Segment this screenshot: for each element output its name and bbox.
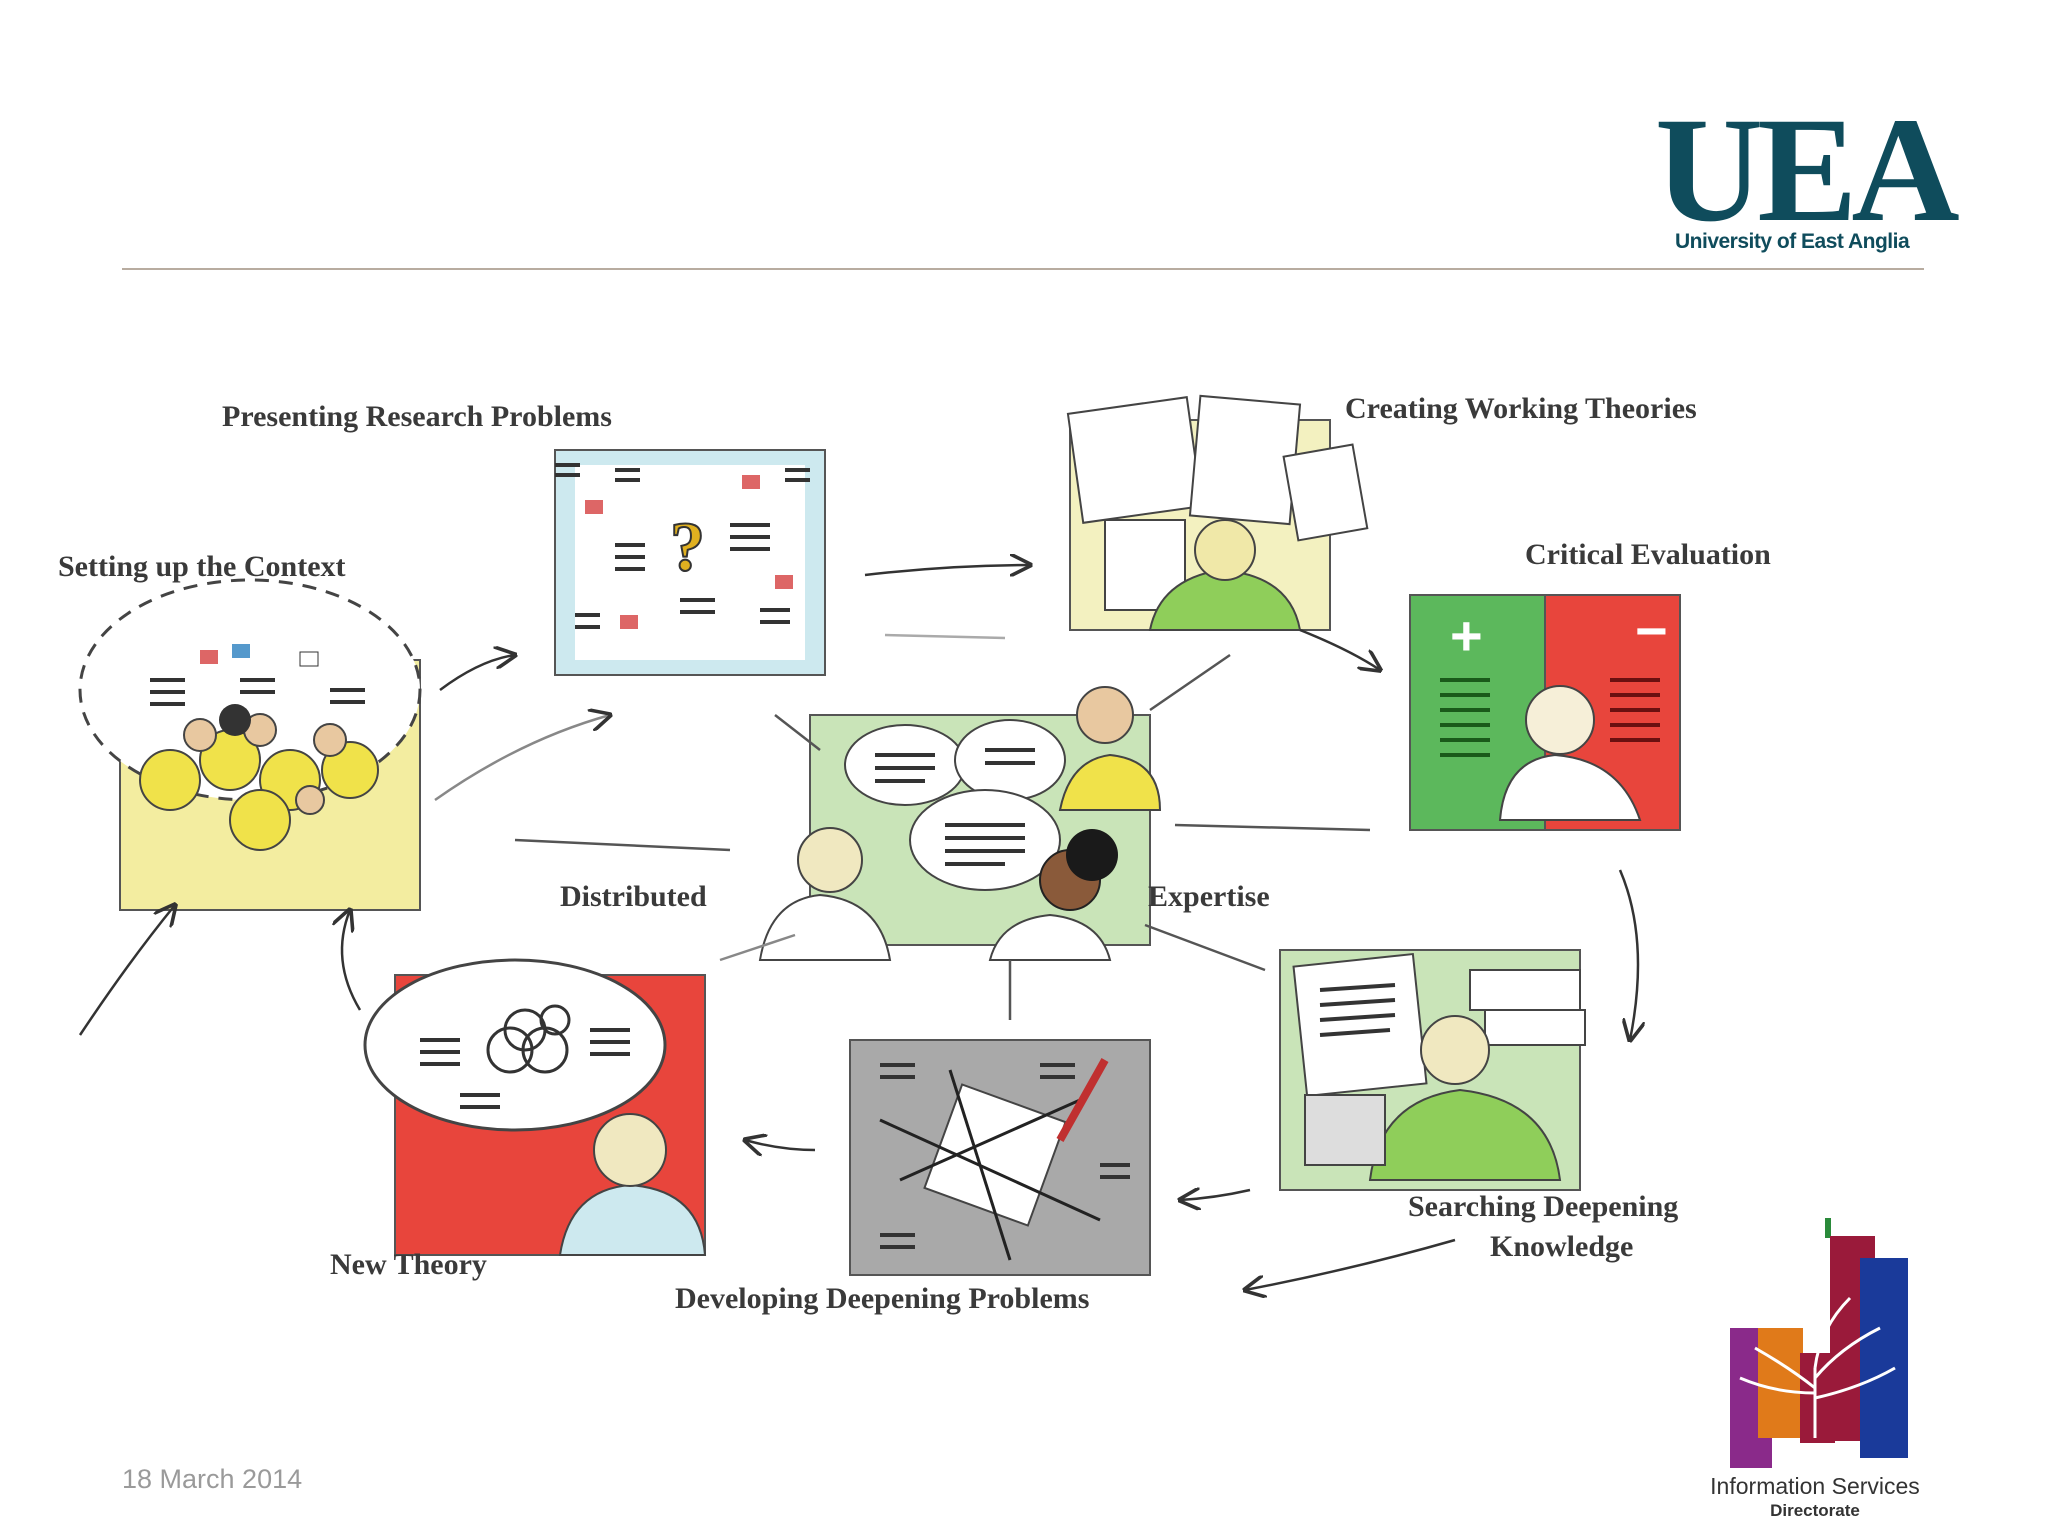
svg-text:?: ? <box>670 509 705 586</box>
research-problems-panel: ? <box>554 449 826 676</box>
tree-logo-icon <box>1730 1218 1908 1468</box>
developing-problems-panel <box>849 1039 1151 1276</box>
flow-arrows <box>78 565 1638 1290</box>
label-new-theory: New Theory <box>330 1248 487 1281</box>
distributed-expertise-panel <box>758 686 1162 961</box>
label-developing-deepening-problems: Developing Deepening Problems <box>675 1282 1090 1315</box>
label-setting-up-context: Setting up the Context <box>58 550 346 583</box>
footer-date: 18 March 2014 <box>122 1464 303 1494</box>
label-presenting-research-problems: Presenting Research Problems <box>222 400 612 433</box>
learning-cycle-diagram: ? <box>0 360 1860 1340</box>
working-theories-panel <box>1066 394 1369 631</box>
label-searching-deepening: Searching Deepening <box>1408 1190 1679 1223</box>
svg-text:+: + <box>1450 604 1483 667</box>
isd-sub: Directorate <box>1770 1501 1860 1520</box>
label-knowledge: Knowledge <box>1490 1230 1634 1263</box>
label-critical-evaluation: Critical Evaluation <box>1525 538 1771 571</box>
information-services-logo: Information Services Directorate <box>1700 1218 1930 1528</box>
uea-logo: UEA University of East Anglia <box>1655 95 1960 265</box>
new-theory-panel <box>363 958 707 1256</box>
label-creating-working-theories: Creating Working Theories <box>1345 392 1697 425</box>
header-divider <box>122 268 1924 270</box>
isd-name: Information Services <box>1710 1473 1920 1499</box>
uea-logo-name: University of East Anglia <box>1675 230 1910 253</box>
critical-evaluation-panel: + − <box>1409 594 1681 831</box>
context-panel <box>78 578 422 911</box>
label-distributed: Distributed <box>560 880 707 913</box>
svg-text:−: − <box>1635 599 1668 662</box>
label-expertise: Expertise <box>1148 880 1270 913</box>
uea-logo-letters: UEA <box>1655 87 1960 253</box>
searching-knowledge-panel <box>1279 949 1586 1191</box>
